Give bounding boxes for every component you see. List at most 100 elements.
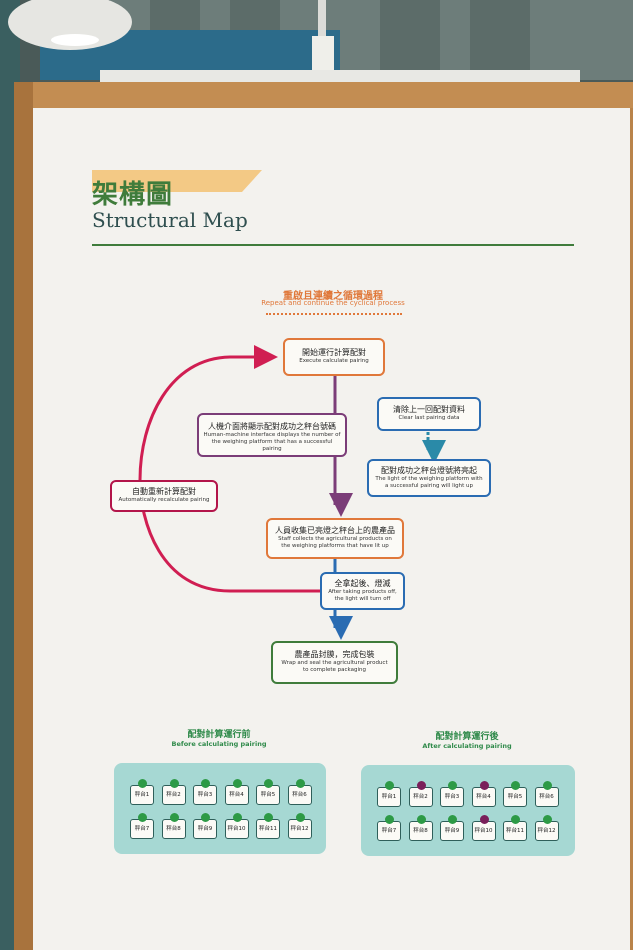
box-execute-en: Execute calculate pairing [299, 358, 369, 364]
box-wrap-package: 農產品封膜，完成包裝 Wrap and seal the agricultura… [271, 641, 398, 684]
cycle-note-zh: 重啟且連續之循環過程 [283, 291, 383, 302]
platform-label: 秤台8 [166, 826, 181, 832]
page-title-zh: 架構圖 [92, 180, 174, 210]
before-platform-7: 秤台7 [130, 813, 154, 839]
before-platform-11: 秤台11 [256, 813, 280, 839]
after-platform-2: 秤台2 [408, 781, 433, 807]
title-divider [92, 244, 574, 246]
box-off-zh: 全拿起後、燈滅 [334, 579, 391, 588]
before-platform-2: 秤台2 [161, 779, 186, 805]
before-platform-light-11 [264, 813, 273, 822]
box-wrap-en1: Wrap and seal the agricultural product [281, 660, 388, 666]
before-platform-12: 秤台12 [287, 813, 312, 839]
box-collect-zh: 人員收集已亮燈之秤台上的農產品 [275, 526, 395, 535]
platform-label: 秤台2 [166, 792, 181, 798]
after-platform-12: 秤台12 [534, 815, 559, 841]
platform-label: 秤台8 [413, 828, 428, 834]
box-clear-en: Clear last pairing data [398, 415, 460, 421]
box-recalculate: 自動重新計算配對 Automatically recalculate pairi… [110, 480, 218, 512]
box-wrap-zh: 農產品封膜，完成包裝 [294, 650, 375, 659]
box-hmi-zh: 人機介面將顯示配對成功之秤台號碼 [208, 422, 336, 431]
platform-label: 秤台7 [381, 828, 397, 834]
after-platform-9: 秤台9 [440, 815, 464, 841]
after-platform-11: 秤台11 [503, 815, 527, 841]
after-platform-light-4 [479, 781, 489, 790]
before-platform-10: 秤台10 [224, 813, 249, 839]
before-platform-6: 秤台6 [287, 779, 312, 805]
box-execute-pairing: 開始運行計算配對 Execute calculate pairing [283, 338, 385, 376]
box-execute-zh: 開始運行計算配對 [302, 348, 366, 357]
after-platform-6: 秤台6 [534, 781, 559, 807]
before-platform-light-3 [201, 779, 210, 788]
box-hmi-en2: the weighing platform that has a success… [211, 439, 333, 452]
before-platform-1: 秤台1 [130, 779, 154, 805]
platform-label: 秤台3 [444, 794, 460, 800]
after-platform-light-9 [448, 815, 457, 824]
before-platform-5: 秤台5 [256, 779, 280, 805]
before-platform-light-1 [138, 779, 147, 788]
before-platform-panel: 秤台1 秤台2 秤台3 秤台4 秤台5 秤台6 秤台7 秤台8 秤台9 秤台10 秤台11 秤台12 [114, 763, 326, 854]
platform-label: 秤台1 [381, 794, 397, 800]
box-hmi-en1: Human-machine interface displays the num… [203, 432, 341, 438]
after-platform-light-7 [385, 815, 394, 824]
before-platform-light-4 [232, 779, 242, 788]
before-platform-light-12 [295, 813, 305, 822]
box-light-zh: 配對成功之秤台燈號將亮起 [381, 466, 477, 475]
box-off-en2: the light will turn off [334, 596, 391, 602]
after-platform-8: 秤台8 [408, 815, 433, 841]
after-platform-3: 秤台3 [440, 781, 464, 807]
box-recalc-en: Automatically recalculate pairing [118, 497, 210, 503]
box-light-en2: a successful pairing will light up [385, 483, 473, 489]
box-clear-data: 清除上一回配對資料 Clear last pairing data [377, 397, 481, 431]
after-platform-light-11 [511, 815, 520, 824]
platform-label: 秤台3 [197, 792, 213, 798]
platform-label: 秤台2 [413, 794, 428, 800]
box-light-en1: The light of the weighing platform with [375, 476, 483, 482]
box-light-up: 配對成功之秤台燈號將亮起 The light of the weighing p… [367, 459, 491, 497]
before-platform-light-8 [169, 813, 179, 822]
platform-label: 秤台9 [197, 826, 213, 832]
after-platform-light-12 [542, 815, 552, 824]
platform-label: 秤台5 [260, 792, 276, 798]
after-platform-light-2 [416, 781, 426, 790]
box-collect-en1: Staff collects the agricultural products… [278, 536, 392, 542]
platform-label: 秤台11 [259, 826, 277, 832]
platform-label: 秤台6 [539, 794, 554, 800]
box-clear-zh: 清除上一回配對資料 [393, 405, 465, 414]
after-title-en: After calculating pairing [422, 742, 512, 750]
page-title-en: Structural Map [92, 208, 248, 232]
box-collect-products: 人員收集已亮燈之秤台上的農產品 Staff collects the agric… [266, 518, 404, 559]
after-platform-5: 秤台5 [503, 781, 527, 807]
platform-label: 秤台11 [506, 828, 524, 834]
box-recalc-zh: 自動重新計算配對 [132, 487, 196, 496]
before-platform-light-9 [201, 813, 210, 822]
platform-label: 秤台5 [507, 794, 523, 800]
platform-label: 秤台9 [444, 828, 460, 834]
platform-label: 秤台10 [474, 828, 493, 834]
after-platform-light-3 [448, 781, 457, 790]
before-title-zh: 配對計算運行前 [187, 730, 251, 740]
before-title-en: Before calculating pairing [171, 740, 267, 748]
platform-label: 秤台12 [290, 826, 309, 832]
before-platform-9: 秤台9 [193, 813, 217, 839]
before-platform-8: 秤台8 [161, 813, 186, 839]
box-collect-en2: the weighing platforms that have lit up [281, 543, 389, 549]
before-platform-light-10 [232, 813, 242, 822]
after-platform-1: 秤台1 [377, 781, 401, 807]
box-light-off: 全拿起後、燈滅 After taking products off, the l… [320, 572, 405, 610]
after-platform-light-5 [511, 781, 520, 790]
after-title-zh: 配對計算運行後 [435, 732, 499, 742]
cycle-note-en: Repeat and continue the cyclical process [261, 299, 405, 307]
after-platform-light-6 [542, 781, 552, 790]
platform-label: 秤台7 [134, 826, 150, 832]
cycle-note-dotted-line [266, 313, 402, 315]
before-platform-light-2 [169, 779, 179, 788]
after-platform-7: 秤台7 [377, 815, 401, 841]
after-platform-light-1 [385, 781, 394, 790]
before-platform-3: 秤台3 [193, 779, 217, 805]
before-platform-light-7 [138, 813, 147, 822]
platform-label: 秤台4 [229, 792, 244, 798]
after-platform-light-10 [479, 815, 489, 824]
box-hmi-display: 人機介面將顯示配對成功之秤台號碼 Human-machine interface… [197, 413, 347, 457]
